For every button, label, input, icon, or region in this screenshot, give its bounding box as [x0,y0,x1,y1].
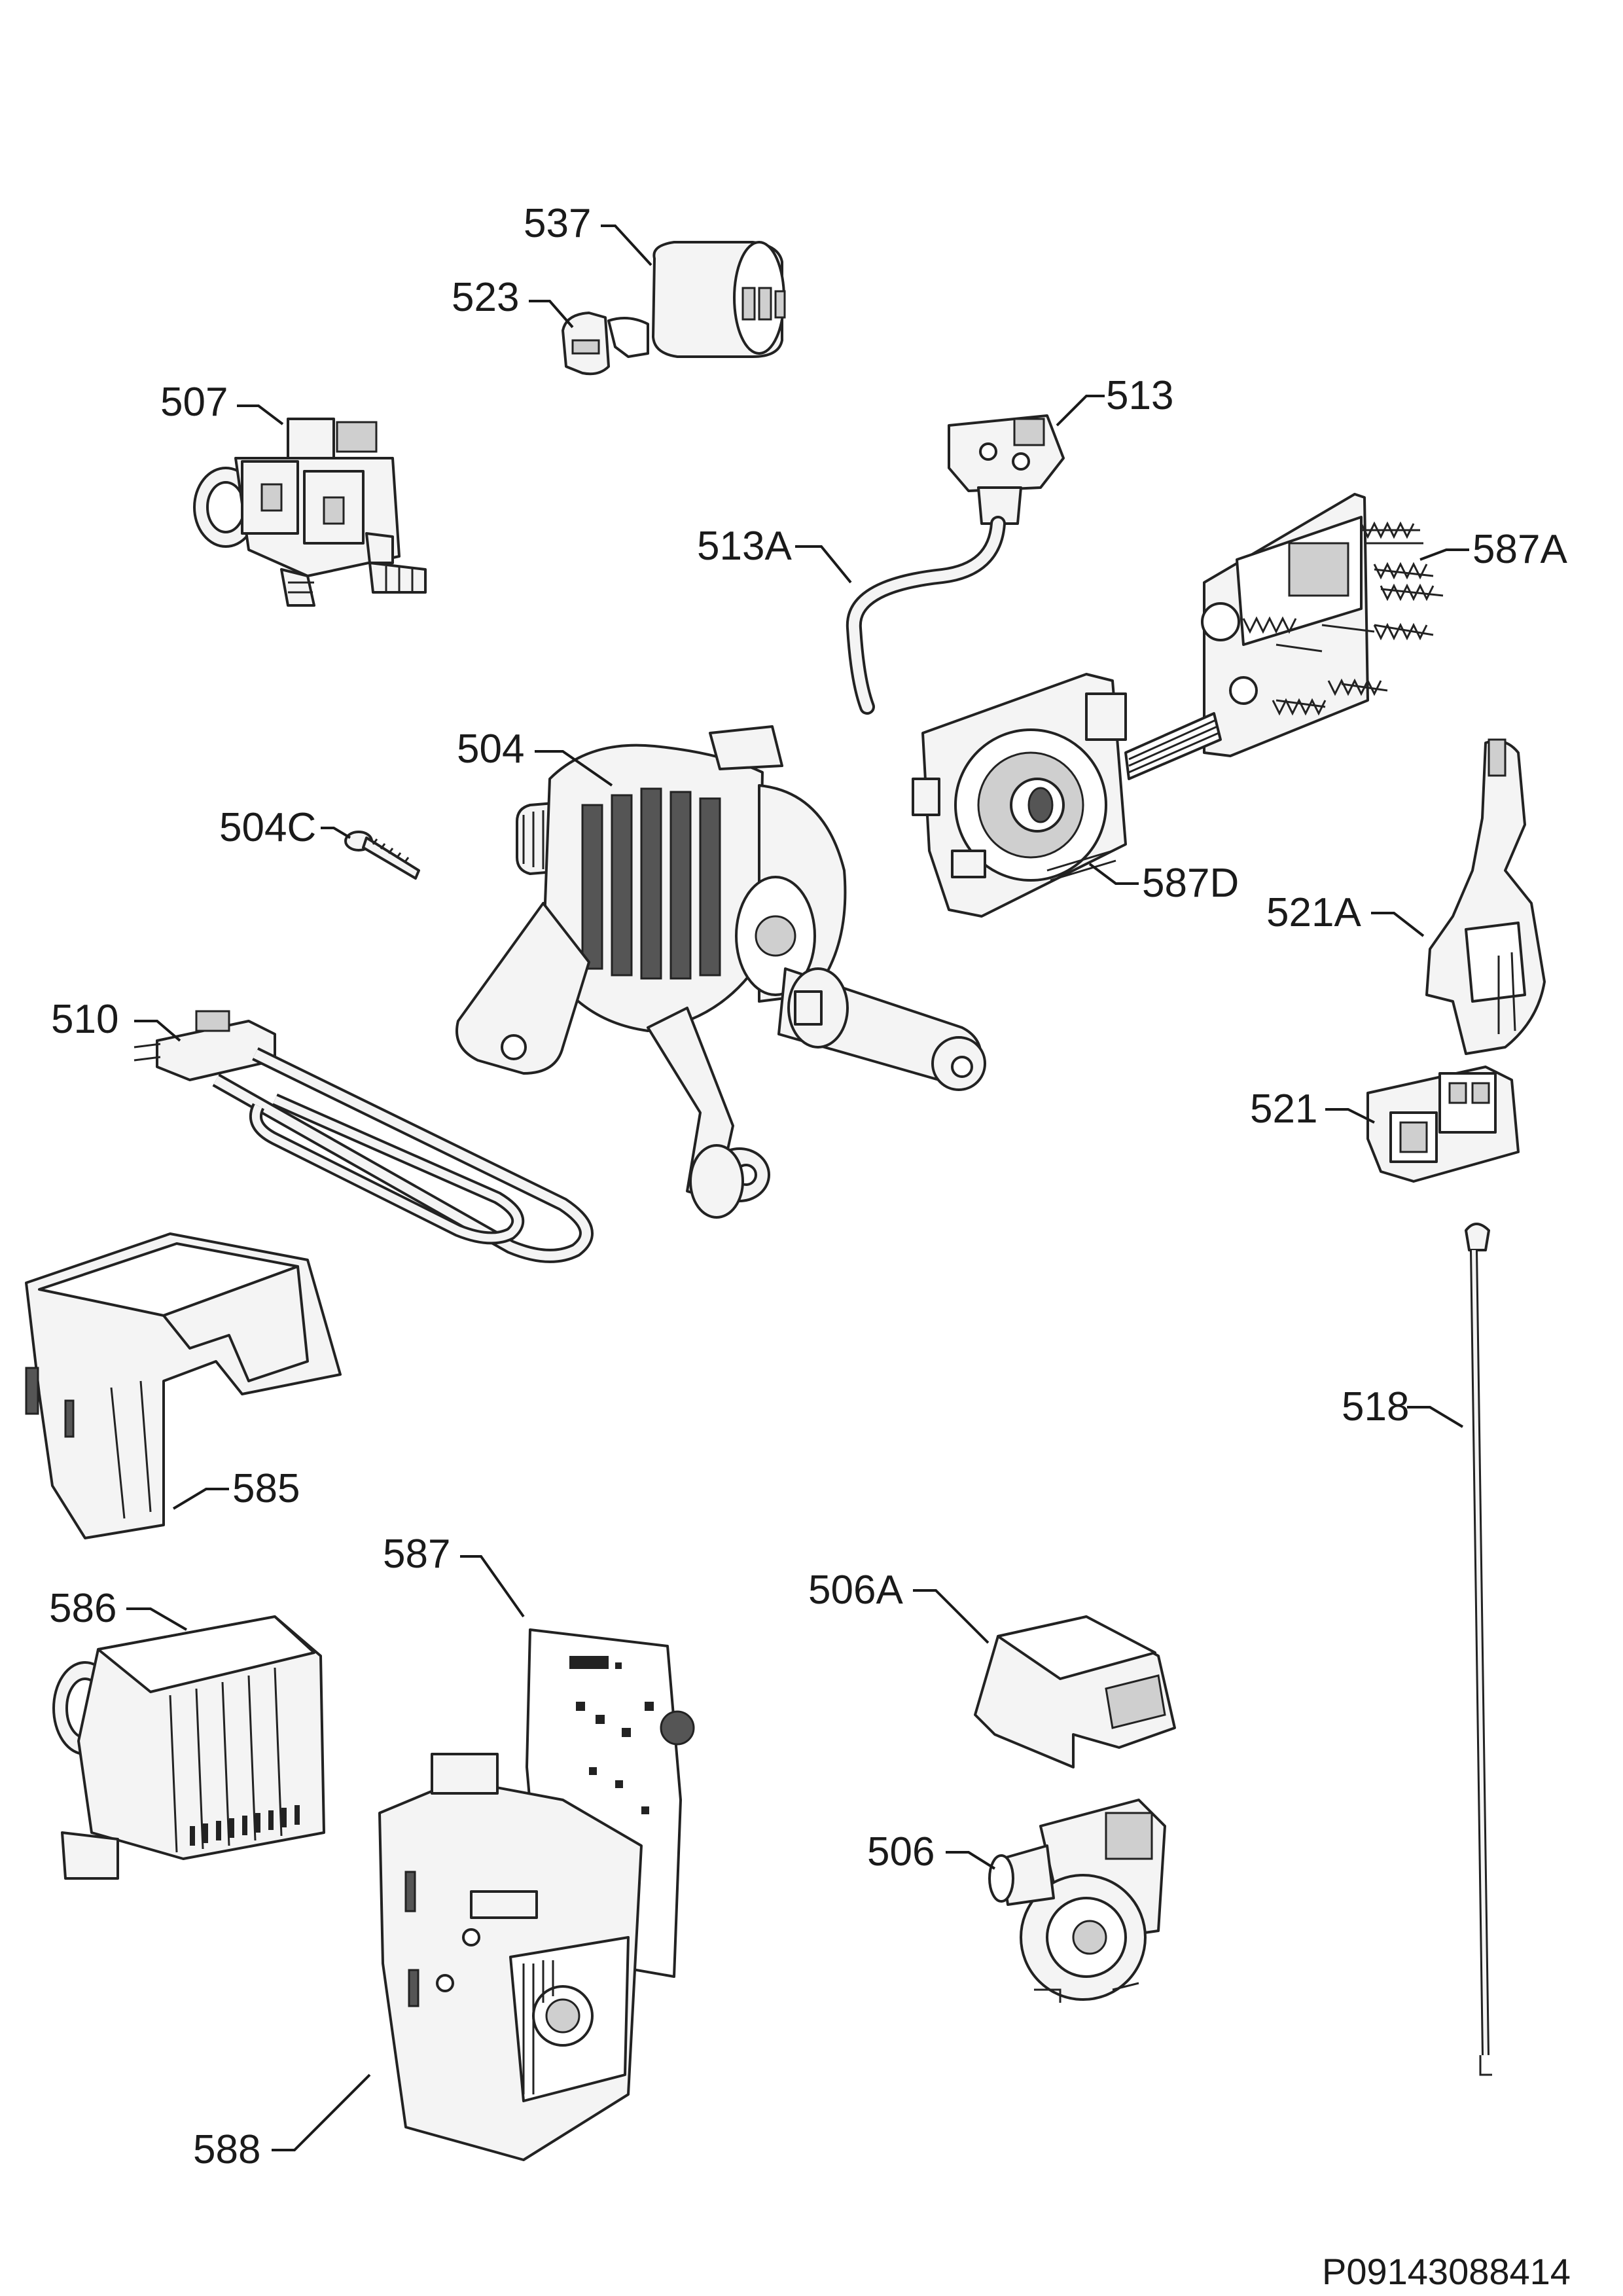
label-521a: 521A [1266,890,1361,935]
part-586-filter-cover [52,1615,325,1880]
leader-507 [237,404,284,425]
leader-504 [535,750,613,787]
label-504c: 504C [219,805,316,850]
leader-585 [172,1488,229,1510]
part-585-cover [25,1232,342,1539]
leader-587a [1419,548,1469,561]
label-507: 507 [160,380,228,425]
part-506-drain-pump [988,1799,1166,2003]
label-504: 504 [457,726,524,772]
part-523-clip [562,312,649,376]
part-507-inlet-valve [193,418,427,607]
label-586: 586 [49,1586,116,1631]
leader-504c [321,827,351,839]
part-504c-screw [344,831,420,880]
part-506a-pump-cover [974,1615,1176,1768]
label-513a: 513A [697,524,792,569]
label-537: 537 [524,201,591,246]
ribbon-cable [1124,712,1222,780]
label-521: 521 [1250,1086,1317,1132]
part-588-board-housing [378,1753,643,2161]
leader-521a [1371,912,1425,937]
leader-587d [1088,863,1139,885]
label-523: 523 [452,275,519,320]
leader-537 [601,224,652,266]
part-510-heater [134,1010,594,1263]
drawing-reference-number: P09143088414 [1322,2251,1571,2292]
label-510: 510 [51,997,118,1042]
part-518-rod [1465,1223,1492,2076]
part-537-suppressor [652,241,786,358]
part-504-motor [455,725,986,1219]
leader-587 [460,1555,525,1618]
part-513a-hose [846,516,1006,715]
leader-518 [1407,1406,1464,1428]
part-521a-lock-cover [1425,738,1546,1055]
part-521-door-lock [1366,1066,1520,1183]
label-513: 513 [1106,373,1173,418]
leader-506 [946,1851,996,1870]
part-587a-selector-board [1201,493,1444,757]
leader-521 [1325,1108,1375,1124]
leader-586 [126,1607,188,1631]
label-506: 506 [867,1829,935,1874]
label-587d: 587D [1142,861,1239,906]
label-506a: 506A [808,1568,903,1613]
label-587a: 587A [1472,527,1567,572]
leader-523 [529,300,574,329]
leader-513 [1056,395,1105,427]
label-518: 518 [1342,1384,1409,1429]
label-585: 585 [232,1466,300,1511]
part-587d-program-selector [912,673,1127,918]
leader-513a [795,545,852,584]
label-588: 588 [193,2127,260,2172]
label-587: 587 [383,1532,450,1577]
part-513-pressure-switch [948,414,1065,525]
leader-506a [913,1589,990,1644]
leader-510 [134,1020,181,1042]
leader-588 [272,2073,371,2151]
